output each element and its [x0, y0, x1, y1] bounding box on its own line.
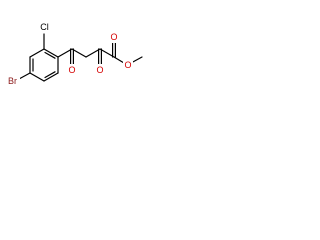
- ring-double-bond-2: [44, 71, 56, 79]
- atom-o-ester-single-group: O: [123, 59, 133, 71]
- atom-o-ketone-label: O: [68, 65, 75, 75]
- structure-drawing: Cl Br O O O O: [5, 21, 143, 87]
- bond-c4-c3: [71, 48, 87, 58]
- atom-o-ketone-group: O: [67, 64, 77, 76]
- bond-ring-to-c4: [57, 48, 73, 58]
- bond-c-br: [18, 72, 31, 80]
- ring-bond-3: [43, 72, 59, 82]
- bond-c3-c2: [85, 48, 101, 58]
- ring-bond-1: [43, 48, 59, 58]
- atom-o-ester-carbonyl-label: O: [110, 32, 117, 42]
- ring-bond-4: [29, 72, 45, 82]
- ring-bond-6: [29, 48, 45, 58]
- bond-c1-o-single: [113, 56, 125, 64]
- atom-o-alpha-label: O: [96, 65, 103, 75]
- bond-c2-c1: [99, 48, 115, 58]
- ring-double-bond-1: [44, 51, 56, 59]
- atom-br-label: Br: [8, 76, 17, 86]
- molecule-canvas: Cl Br O O O O: [0, 0, 152, 152]
- atom-o-ester-carbonyl-group: O: [109, 31, 119, 43]
- atom-br-group: Br: [5, 75, 20, 87]
- atom-cl-label: Cl: [40, 22, 49, 32]
- benzene-ring: [29, 48, 59, 82]
- atom-o-ester-single-label: O: [124, 60, 131, 70]
- atom-cl-group: Cl: [37, 21, 52, 33]
- atom-o-alpha-group: O: [95, 64, 105, 76]
